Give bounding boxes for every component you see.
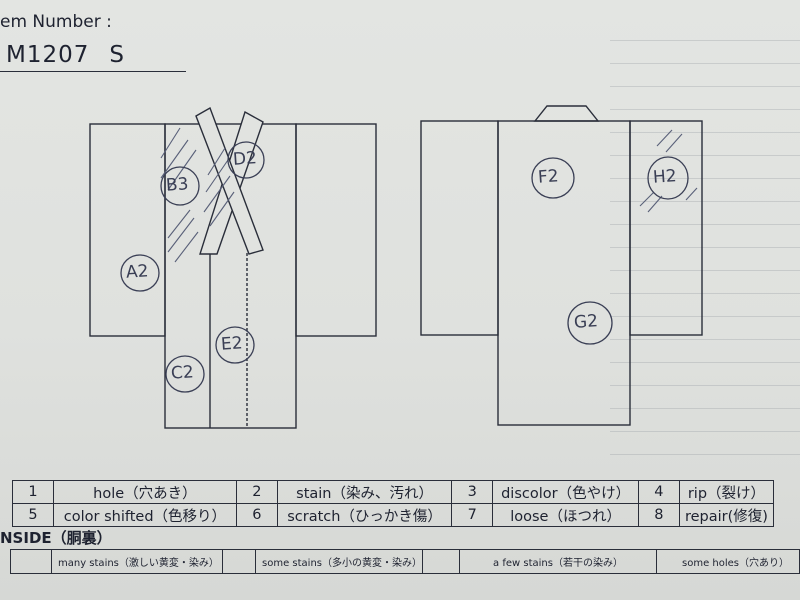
legend-label: stain（染み、汚れ） xyxy=(276,480,453,504)
mark-g-label: G2 xyxy=(573,311,599,333)
legend-number: 4 xyxy=(637,480,680,504)
legend-number: 7 xyxy=(451,503,494,527)
legend-number: 6 xyxy=(235,503,278,527)
stain-hatch xyxy=(665,133,683,153)
stain-hatch xyxy=(205,159,229,193)
mark-circle-h xyxy=(647,156,689,200)
stain-hatch xyxy=(160,127,181,159)
mark-circle-g xyxy=(567,301,613,345)
inside-option-label: many stains（激しい黄変・染み） xyxy=(51,549,223,574)
legend-row: 5 color shifted（色移り） 6 scratch（ひっかき傷） 7 … xyxy=(12,503,775,527)
stain-hatch xyxy=(174,231,199,263)
mark-f-label: F2 xyxy=(537,166,560,188)
front-right-sleeve xyxy=(295,123,377,337)
mark-d-label: D2 xyxy=(232,148,258,170)
mark-h-label: H2 xyxy=(652,166,678,188)
bleed-through-lines xyxy=(610,0,800,470)
stain-hatch xyxy=(167,149,197,191)
kimono-diagram xyxy=(89,105,703,429)
legend-label: repair(修復) xyxy=(678,503,775,527)
back-body xyxy=(497,120,631,426)
front-left-sleeve xyxy=(89,123,166,337)
mark-circle-c xyxy=(165,355,205,393)
inside-option-label: a few stains（若干の染み） xyxy=(459,549,657,574)
back-view xyxy=(420,105,703,426)
mark-circle-b xyxy=(160,166,200,206)
item-size: S xyxy=(109,42,125,68)
legend-label: loose（ほつれ） xyxy=(492,503,639,527)
front-body xyxy=(164,123,297,429)
back-right-sleeve xyxy=(629,120,703,336)
stain-hatch xyxy=(209,191,235,227)
inside-option-label: some holes（穴あり） xyxy=(656,549,800,574)
stain-hatch xyxy=(207,147,226,176)
mark-circle-f xyxy=(531,157,575,199)
mark-b-label: B3 xyxy=(165,174,190,196)
damage-legend-table: 1 hole（穴あき） 2 stain（染み、汚れ） 3 discolor（色や… xyxy=(12,480,775,527)
back-neck xyxy=(533,105,600,122)
item-number-underline xyxy=(0,71,186,72)
inside-lining-title: NSIDE（胴裏） xyxy=(0,529,112,547)
item-value: M1207 S xyxy=(6,42,145,68)
mark-circle-d xyxy=(227,141,265,179)
stain-hatch xyxy=(167,217,195,253)
legend-number: 1 xyxy=(12,480,54,504)
legend-label: color shifted（色移り） xyxy=(53,503,237,527)
back-left-sleeve xyxy=(420,120,499,336)
legend-label: scratch（ひっかき傷） xyxy=(276,503,453,527)
legend-label: rip（裂け） xyxy=(678,480,775,504)
front-view xyxy=(89,106,377,429)
stain-hatch xyxy=(656,129,673,147)
mark-e-label: E2 xyxy=(220,333,244,355)
inside-row: many stains（激しい黄変・染み） some stains（多小の黄変・… xyxy=(10,549,800,574)
legend-number: 8 xyxy=(637,503,680,527)
legend-number: 5 xyxy=(12,503,54,527)
front-collar-left xyxy=(195,106,264,255)
mark-a-label: A2 xyxy=(125,261,150,283)
stain-hatch xyxy=(685,187,698,201)
stain-hatch xyxy=(160,139,189,179)
inside-lining-table: many stains（激しい黄変・染み） some stains（多小の黄変・… xyxy=(10,549,800,574)
mark-circle-a xyxy=(120,254,160,292)
stain-hatch xyxy=(203,175,231,213)
mark-c-label: C2 xyxy=(170,362,195,384)
legend-label: hole（穴あき） xyxy=(53,480,237,504)
legend-number: 3 xyxy=(451,480,494,504)
checkbox-cell[interactable] xyxy=(10,549,52,574)
stain-hatch xyxy=(167,209,191,239)
mark-circle-e xyxy=(215,326,255,364)
inside-option-label: some stains（多小の黄変・染み） xyxy=(255,549,423,574)
stain-hatch xyxy=(639,191,655,207)
item-number-label: em Number : xyxy=(0,12,112,32)
item-code: M1207 xyxy=(6,42,90,68)
checkbox-cell[interactable] xyxy=(222,549,256,574)
legend-label: discolor（色やけ） xyxy=(492,480,639,504)
stain-hatch xyxy=(647,195,663,213)
legend-number: 2 xyxy=(235,480,278,504)
checkbox-cell[interactable] xyxy=(422,549,460,574)
legend-row: 1 hole（穴あき） 2 stain（染み、汚れ） 3 discolor（色や… xyxy=(12,480,775,504)
